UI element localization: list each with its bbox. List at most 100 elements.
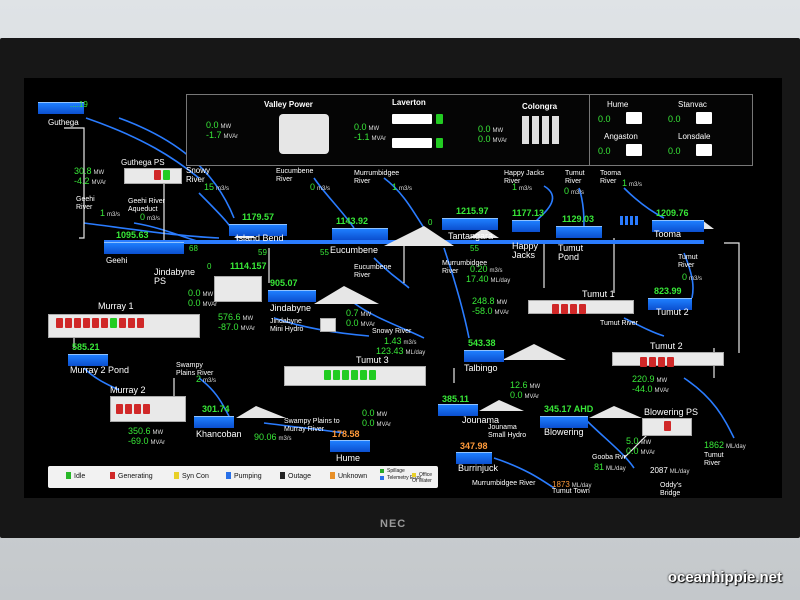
guthega-level: ....19 <box>70 100 88 109</box>
murrumbidgee-low-label: Murrumbidgee River <box>472 480 536 487</box>
swampy-top-label: Swampy Plains River <box>176 362 214 377</box>
happy-jacks-river-label: Happy Jacks River <box>504 170 545 185</box>
legend: Idle Generating Syn Con Pumping Outage U… <box>48 466 438 488</box>
geehi-label: Geehi <box>106 256 128 265</box>
jindabyne-level: 905.07 <box>270 278 298 288</box>
geehi-river-label: Geehi River <box>76 196 95 211</box>
angaston-site-box <box>626 144 642 156</box>
eucumbene-level: 1143.92 <box>336 216 369 226</box>
tumut-pond-level: 1129.03 <box>562 214 595 224</box>
guthega-ps-station <box>124 168 182 184</box>
snowy-river-low-label: Snowy River <box>372 328 412 335</box>
legend-pumping-icon <box>226 472 231 479</box>
talbingo-label: Talbingo <box>464 363 498 373</box>
murrumbidgee-mid-label: Murrumbidgee River <box>442 260 488 275</box>
oddys-label: Oddy's Bridge <box>660 482 682 497</box>
legend-pumping: Pumping <box>226 472 262 480</box>
murray1-units <box>56 318 144 328</box>
valley-power-units <box>279 114 329 154</box>
lonsdale-site-value: 0.0 <box>668 146 681 156</box>
tumut-town-label: Tumut Town <box>552 488 590 495</box>
tumut1-river-label: Tumut River <box>600 320 638 327</box>
island-bend-n: 59 <box>258 248 267 257</box>
island-bend-label: Island Bend <box>236 233 284 243</box>
legend-spillage: Spillage <box>380 468 405 474</box>
burrinjuck-level: 347.98 <box>460 441 488 451</box>
legend-syn-con-icon <box>174 472 179 479</box>
happy-jacks-reservoir <box>512 220 540 232</box>
guthega-reservoir <box>38 102 84 114</box>
hume-site-box <box>626 112 642 124</box>
legend-unknown: Unknown <box>330 472 367 480</box>
eucumbene-reservoir <box>332 228 388 240</box>
tumut2-level: 823.99 <box>654 286 682 296</box>
tumut2-reservoir <box>648 298 692 310</box>
island-bend-level: 1179.57 <box>242 212 275 222</box>
murrumbidgee-top-label: Murrumbidgee River <box>354 170 400 185</box>
tumut2-ps-units <box>640 357 674 367</box>
legend-spillage-icon <box>380 469 384 473</box>
watermark: oceanhippie.net <box>667 569 782 586</box>
hume-label: Hume <box>336 453 361 463</box>
geehi-n2: 0 <box>207 262 212 271</box>
blowering-label: Blowering <box>544 427 584 437</box>
legend-outage: Outage <box>280 472 311 480</box>
happy-jacks-label: Happy Jacks <box>512 241 539 260</box>
legend-generating: Generating <box>110 472 153 480</box>
sa-sites-panel <box>589 94 753 166</box>
jounama-reservoir <box>438 404 478 416</box>
legend-office-water: Office Of Water <box>412 472 432 484</box>
laverton-units <box>392 110 450 156</box>
tumut2-label: Tumut 2 <box>656 307 689 317</box>
jindabyne-reservoir <box>268 290 316 302</box>
khancoban-label: Khancoban <box>196 429 242 439</box>
murray2-label: Murray 2 <box>110 385 146 395</box>
eucumbene-river-top-label: Eucumbene River <box>276 168 314 183</box>
blowering-ps-units <box>664 421 671 431</box>
colongra-units <box>522 116 559 144</box>
geehi-n1: 68 <box>189 244 198 253</box>
tumut-pond-reservoir <box>556 226 602 238</box>
tumut-river-top-label: Tumut River <box>565 170 585 185</box>
river-network <box>64 117 740 489</box>
jindabyne-ps-station <box>214 276 262 302</box>
tumut2-ps-label: Tumut 2 <box>650 341 683 351</box>
jindabyne-mini-label: Jindabyne Mini Hydro <box>270 318 304 333</box>
hume-reservoir <box>330 440 370 452</box>
snowy-river-label: Snowy River <box>186 166 211 184</box>
jindabyne-label: Jindabyne <box>270 303 312 313</box>
hume-level: 178.58 <box>332 429 360 439</box>
legend-telemetry: Telemetry Error <box>380 475 421 481</box>
stanvac-site-label: Stanvac <box>678 100 707 109</box>
talbingo-reservoir <box>464 350 504 362</box>
tumut1-units <box>552 304 586 314</box>
tantangara-label: Tantangara <box>448 231 494 241</box>
jindabyne-ps-label: Jindabyne PS <box>154 267 196 286</box>
blowering-ps-label: Blowering PS <box>644 407 699 417</box>
monitor-brand: NEC <box>380 518 407 530</box>
angaston-site-value: 0.0 <box>598 146 611 156</box>
guthega-ps-label: Guthega PS <box>121 158 165 167</box>
tantangara-reservoir <box>442 218 498 230</box>
murray2-units <box>116 404 150 414</box>
tumut-river-low-label: Tumut River <box>704 452 724 467</box>
